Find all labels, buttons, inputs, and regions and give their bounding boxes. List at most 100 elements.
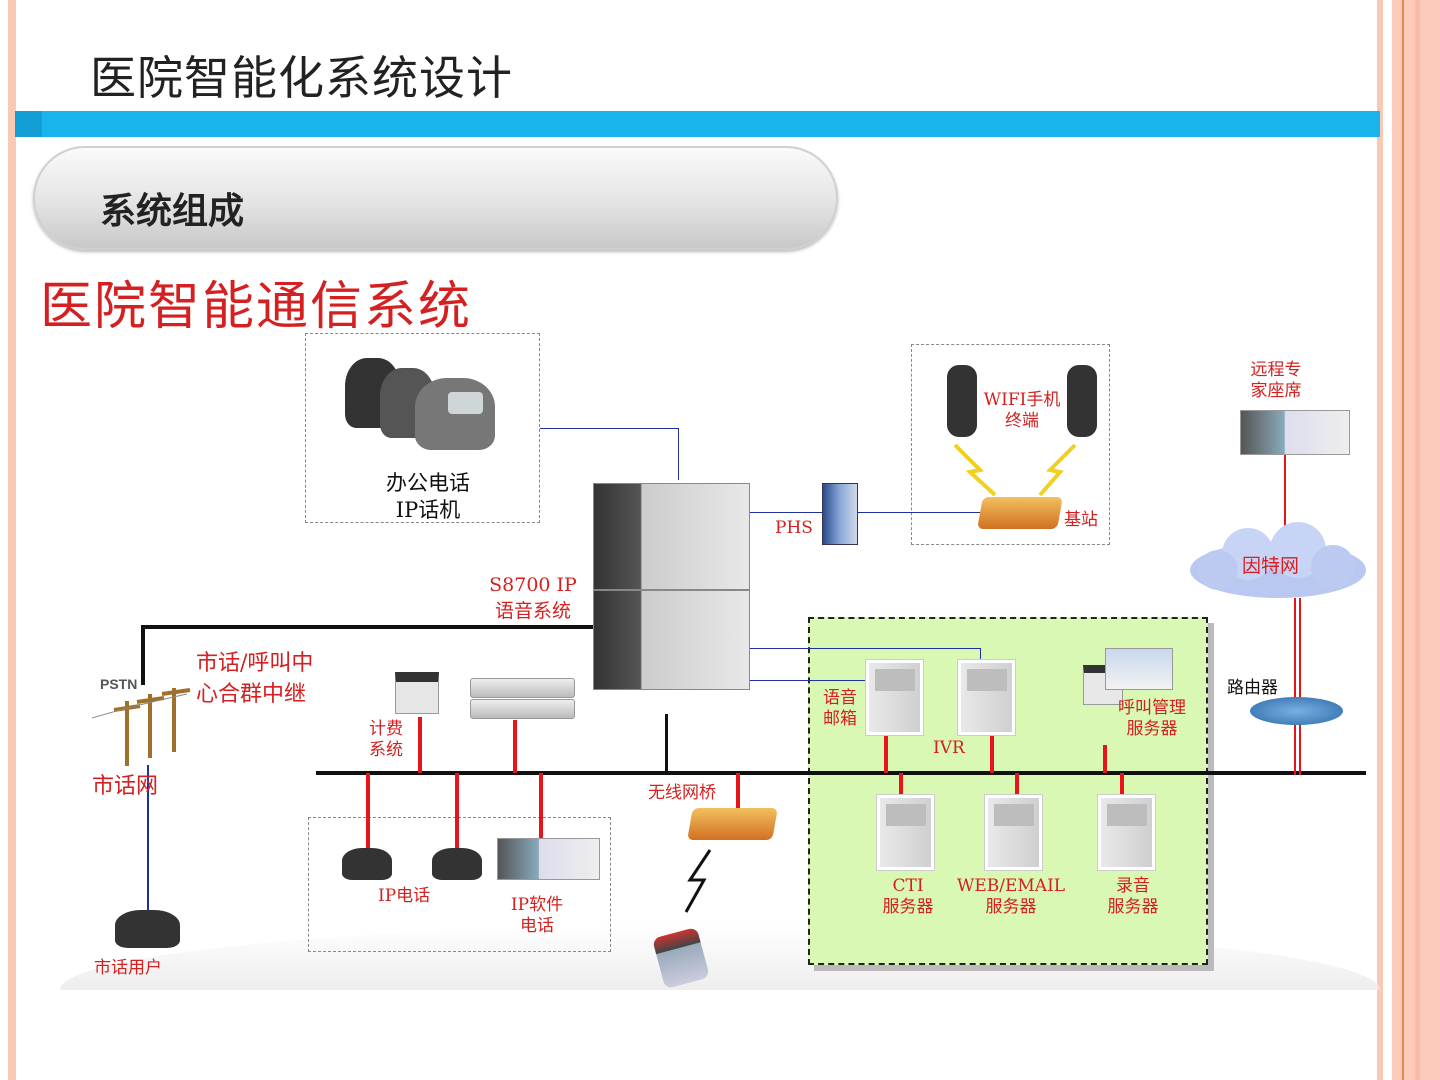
lan-backbone [316, 771, 1366, 775]
voicemail-server-icon [866, 660, 923, 735]
billing-computer-icon [395, 672, 439, 714]
link-line [539, 773, 543, 840]
link-line [678, 428, 679, 480]
web-email-label: WEB/EMAIL [956, 876, 1066, 896]
ip-phone-box [308, 817, 611, 952]
pstn-trunk-line [141, 625, 601, 629]
billing-label: 计费 [369, 719, 403, 739]
ivr-label: IVR [933, 738, 965, 758]
wifi-handset-icon [1067, 365, 1097, 437]
link-line [418, 717, 422, 773]
diagram-heading: 医院智能通信系统 [40, 277, 473, 337]
core-label: S8700 IP [489, 574, 577, 596]
remote-expert-label: 家座席 [1250, 381, 1302, 401]
soft-phone-label: 电话 [520, 916, 554, 936]
right-border-line [1402, 0, 1404, 1080]
s8700-server-icon [593, 483, 750, 590]
internet-label: 因特网 [1242, 555, 1300, 577]
cti-label: 服务器 [882, 897, 934, 917]
gateway-device-icon [470, 699, 575, 719]
base-station-icon [977, 497, 1063, 529]
desk-phone-icon [415, 378, 495, 450]
office-phone-label: 办公电话 [386, 471, 470, 495]
phs-tower-icon [822, 483, 858, 545]
recording-server-icon [1098, 795, 1155, 870]
link-line [899, 773, 903, 795]
wifi-label: 终端 [1005, 411, 1039, 431]
link-line [750, 512, 985, 513]
city-user-phone-icon [115, 910, 180, 948]
section-title: 系统组成 [100, 190, 245, 232]
link-line [750, 680, 870, 681]
recording-label: 录音 [1116, 876, 1150, 896]
trunk-label: 市话/呼叫中 [196, 651, 314, 676]
right-border-strip [1377, 0, 1383, 1080]
office-phone-label: IP话机 [395, 498, 461, 522]
billing-label: 系统 [369, 740, 403, 760]
lightning-icon [684, 849, 712, 913]
link-line [1103, 745, 1107, 773]
recording-label: 服务器 [1107, 897, 1159, 917]
link-line [990, 722, 994, 773]
call-mgmt-label: 呼叫管理 [1118, 698, 1186, 718]
telephone-poles-icon [92, 688, 191, 766]
wifi-label: WIFI手机 [983, 390, 1061, 410]
pstn-label: PSTN [100, 676, 138, 692]
left-border [8, 0, 16, 1080]
web-email-server-icon [985, 795, 1042, 870]
title-bar-accent [15, 111, 42, 137]
link-line [750, 648, 980, 649]
slide-title: 医院智能化系统设计 [90, 51, 513, 105]
router-link [1294, 598, 1301, 775]
link-line [366, 773, 370, 850]
ip-phone-label: IP电话 [378, 886, 431, 906]
cti-label: CTI [892, 876, 924, 896]
soft-phone-label: IP软件 [510, 895, 564, 915]
core-label: 语音系统 [494, 600, 571, 622]
section-banner [33, 146, 838, 250]
city-network-label: 市话网 [92, 774, 159, 799]
link-line [147, 765, 149, 915]
core-uplink [665, 714, 668, 773]
wireless-bridge-icon [687, 808, 778, 840]
phs-label: PHS [775, 518, 813, 538]
soft-phone-laptop-icon [497, 838, 600, 880]
s8700-server-icon [593, 590, 750, 690]
cti-server-icon [877, 795, 934, 870]
router-icon [1250, 697, 1343, 725]
remote-expert-label: 远程专 [1250, 360, 1302, 380]
link-line [513, 720, 517, 773]
web-email-label: 服务器 [985, 897, 1037, 917]
trunk-label: 心合群中继 [196, 682, 307, 707]
ip-phone-icon [342, 848, 392, 880]
title-bar [15, 111, 1380, 137]
link-line [884, 735, 888, 773]
gateway-device-icon [470, 678, 575, 698]
link-line [736, 773, 740, 808]
link-line [1015, 773, 1019, 795]
base-station-label: 基站 [1064, 510, 1098, 530]
wireless-bridge-label: 无线网桥 [648, 783, 716, 803]
wifi-handset-icon [947, 365, 977, 437]
city-user-label: 市话用户 [94, 958, 162, 978]
laptop-icon [1240, 410, 1350, 455]
wifi-box [911, 344, 1110, 545]
link-line [455, 773, 459, 850]
link-line [980, 648, 981, 670]
call-mgmt-screen-icon [1105, 648, 1173, 690]
link-line [1120, 773, 1124, 795]
call-mgmt-label: 服务器 [1126, 719, 1178, 739]
internet-link [1284, 450, 1286, 550]
pstn-trunk-line [141, 625, 145, 685]
ivr-server-icon [958, 660, 1015, 735]
link-line [540, 428, 678, 429]
router-label: 路由器 [1227, 678, 1278, 698]
office-phone-box [305, 333, 540, 523]
wireless-signal-icon [953, 443, 1077, 497]
voicemail-label: 邮箱 [823, 709, 857, 729]
internet-cloud-icon [1190, 522, 1366, 598]
right-border-strip-2 [1415, 0, 1420, 1080]
phone-screen [448, 392, 483, 414]
voicemail-label: 语音 [823, 688, 857, 708]
ip-phone-icon [432, 848, 482, 880]
